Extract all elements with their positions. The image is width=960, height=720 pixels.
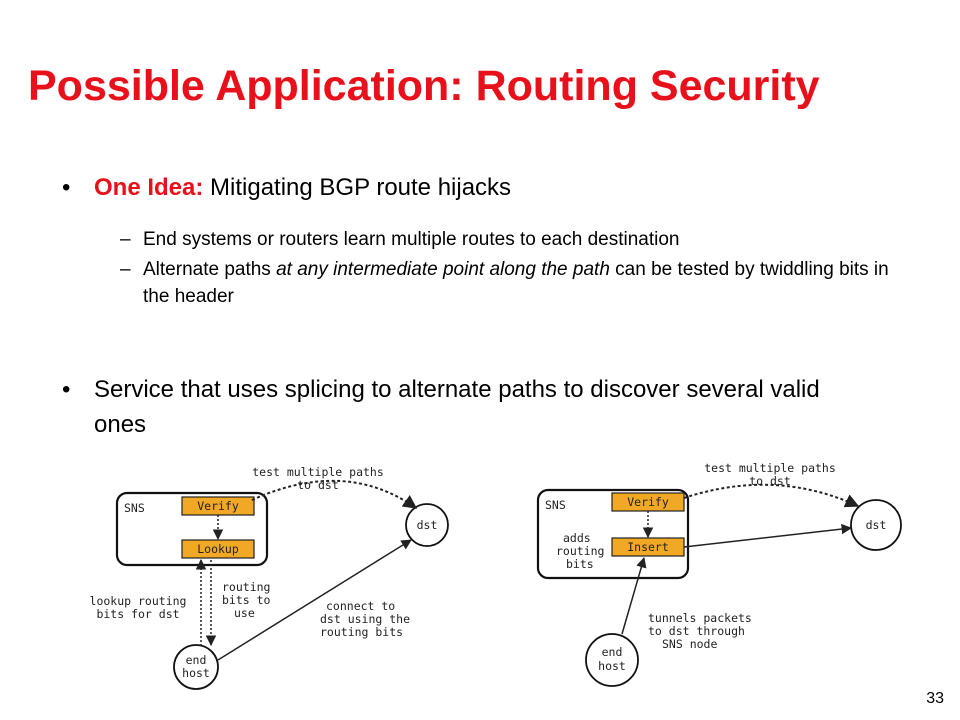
insert-label: Insert [627,540,669,554]
svg-text:connect to: connect to [326,599,395,613]
end-host-node [173,644,219,690]
slide-title: Possible Application: Routing Security [28,62,820,110]
dst-label: dst [866,518,887,532]
bullet-service-splicing: • Service that uses splicing to alternat… [62,372,854,442]
one-idea-label: One Idea: [94,174,204,201]
sub-bullet-alternate-paths: – Alternate paths at any intermediate po… [120,259,889,307]
bullet-dot: • [62,174,71,201]
diagram-lookup: SNS Verify Lookup dst end host test mult… [90,465,449,690]
svg-text:end: end [602,645,623,659]
svg-text:host: host [598,659,626,673]
sns-node-box [115,491,269,567]
insert-to-dst-arrow [683,523,853,548]
dst-label: dst [417,518,438,532]
svg-text:bits: bits [566,557,594,571]
splicing-diagrams: SNS Verify Lookup dst end host test mult… [90,461,902,690]
svg-text:lookup routing: lookup routing [90,594,187,608]
svg-text:routing: routing [222,580,270,594]
sns-node-box [536,488,690,580]
one-idea-text: Mitigating BGP route hijacks [203,174,512,201]
tunnel-arrow [621,556,647,635]
svg-text:routing: routing [556,544,604,558]
svg-text:use: use [234,606,255,620]
dst-node [405,503,449,547]
svg-text:end: end [186,653,207,667]
bullet-one-idea: • One Idea: Mitigating BGP route hijacks [62,174,511,202]
page-number: 33 [926,690,944,707]
sns-label: SNS [124,501,145,515]
svg-text:routing bits: routing bits [320,625,403,639]
end-host-node [585,633,639,687]
svg-text:test multiple paths: test multiple paths [252,465,384,479]
svg-text:test multiple paths: test multiple paths [704,461,836,475]
svg-text:dst using the: dst using the [320,612,410,626]
svg-text:host: host [182,666,210,680]
svg-text:to dst through: to dst through [648,624,745,638]
svg-text:tunnels packets: tunnels packets [648,611,752,625]
svg-text:to dst: to dst [297,478,339,492]
lookup-label: Lookup [197,542,239,556]
diagram-insert: SNS Verify Insert adds routing bits dst … [536,461,902,687]
sns-label: SNS [545,498,566,512]
bullet-dot: • [62,376,71,403]
test-paths-arrow [683,483,860,508]
verify-label: Verify [627,495,669,509]
sub-bullet-learn-routes: – End systems or routers learn multiple … [120,229,680,250]
svg-text:to dst: to dst [749,474,791,488]
svg-text:SNS node: SNS node [662,637,717,651]
test-paths-arrow [251,479,418,509]
verify-label: Verify [197,499,239,513]
connect-arrow [217,539,412,661]
svg-text:bits for dst: bits for dst [96,607,179,621]
svg-text:adds: adds [563,531,591,545]
svg-text:bits to: bits to [222,593,271,607]
